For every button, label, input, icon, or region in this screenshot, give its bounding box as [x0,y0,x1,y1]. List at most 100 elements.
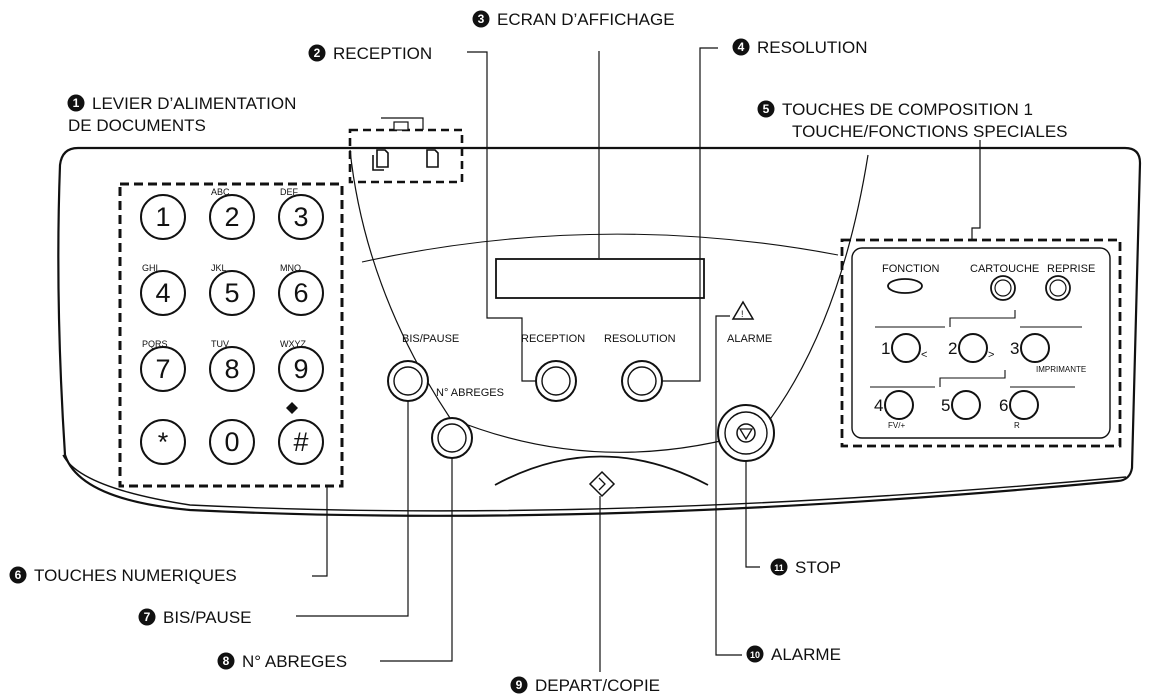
callout-badge [472,10,490,28]
keypad-key-5[interactable]: 5 [209,270,255,316]
keypad-letters: TUV [211,339,229,349]
fonction-button[interactable] [887,278,923,294]
keypad-digit: 8 [224,354,239,384]
keypad-letters: WXYZ [280,339,307,349]
fonction-label: FONCTION [882,263,939,275]
callout-6: 6 TOUCHES NUMERIQUES [9,566,237,585]
callout-text: BIS/PAUSE [163,608,252,627]
keypad-digit: 6 [293,278,308,308]
keypad-digit: 3 [293,202,308,232]
keypad-digit: 9 [293,354,308,384]
panel-arc-right [761,154,869,431]
onetouch-digit: 6 [999,396,1008,415]
callout-badge [732,38,750,56]
keypad-key-2[interactable]: 2 [209,194,255,240]
cartouche-button[interactable] [990,275,1016,301]
callout-number: 10 [750,650,760,660]
keypad-key-6[interactable]: 6 [278,270,324,316]
fv-label: FV/+ [888,421,905,430]
start-button-arc[interactable] [494,455,709,486]
onetouch-key-2[interactable]: 2> [948,333,994,363]
callout-text: TOUCHES DE COMPOSITION 1 [782,100,1033,119]
callout-badge [510,676,528,694]
imprimante-label: IMPRIMANTE [1036,365,1086,374]
callout-text: TOUCHES NUMERIQUES [34,566,237,585]
callout-number: 11 [774,563,784,573]
bis-pause-label: BIS/PAUSE [402,333,459,345]
callout-number: 6 [15,568,22,582]
reception-label: RECEPTION [521,333,585,345]
alarm-icon [731,300,755,320]
keypad-letters: PQRS [142,339,168,349]
reprise-button[interactable] [1045,275,1071,301]
resolution-label: RESOLUTION [604,333,676,345]
keypad-key-9[interactable]: 9 [278,346,324,392]
onetouch-key-3[interactable]: 3 [1010,333,1050,363]
callout-badge [67,94,85,112]
onetouch-symbol: < [921,349,927,361]
callout-number: 8 [223,654,230,668]
keypad-key-4[interactable]: 4 [140,270,186,316]
keypad-key-star[interactable]: * [140,419,186,465]
resolution-button[interactable] [621,360,663,402]
callout-text: RECEPTION [333,44,432,63]
onetouch-digit: 2 [948,339,957,358]
callout-text: STOP [795,558,841,577]
keypad-key-0[interactable]: 0 [209,419,255,465]
keypad-digit: # [293,427,308,457]
cartouche-label: CARTOUCHE [970,263,1039,275]
keypad-key-7[interactable]: 7 [140,346,186,392]
keypad-digit: 7 [155,354,170,384]
callout-text: LEVIER D’ALIMENTATION [92,94,296,113]
callout-3: 3 ECRAN D’AFFICHAGE [472,10,675,29]
alarm-icon-mark: ! [741,309,744,319]
keypad-key-hash[interactable]: # [278,419,324,465]
onetouch-digit: 1 [881,339,890,358]
start-icon[interactable] [588,470,616,498]
keypad-key-1[interactable]: 1 [140,194,186,240]
onetouch-key-1[interactable]: 1< [881,333,927,363]
stop-button[interactable] [717,404,775,462]
bis-pause-button[interactable] [387,360,429,402]
document-single-icon [426,149,439,168]
keypad-digit: 0 [224,427,239,457]
keypad-key-3[interactable]: 3 [278,194,324,240]
onetouch-key-4[interactable]: 4 [874,390,914,420]
callout-number: 3 [478,12,485,26]
onetouch-key-6[interactable]: 6 [999,390,1039,420]
keypad-letters: DEF [280,187,299,197]
keypad-digit: 5 [224,278,239,308]
callout-badge [746,645,764,663]
onetouch-digit: 5 [941,396,950,415]
fax-lower-edge [62,454,1127,512]
onetouch-digit: 3 [1010,339,1019,358]
onetouch-key-5[interactable]: 5 [941,390,981,420]
reception-button[interactable] [535,360,577,402]
hash-diamond-icon [286,402,298,414]
keypad-digit: 1 [155,202,170,232]
callout-badge [308,44,326,62]
callout-text: N° ABREGES [242,652,347,671]
onetouch-dashed-box [840,238,1122,448]
callout-badge [9,566,27,584]
callout-text: DEPART/COPIE [535,676,660,695]
onetouch-separators [870,310,1082,388]
abreges-label: N° ABREGES [436,387,504,399]
feed-lever-handle[interactable] [393,121,409,131]
callout-number: 1 [73,96,80,110]
abreges-button[interactable] [431,417,473,459]
keypad-letters: GHI [142,263,158,273]
callout-text: ECRAN D’AFFICHAGE [497,10,675,29]
keypad-key-8[interactable]: 8 [209,346,255,392]
keypad-letters: MNO [280,263,301,273]
callout-number: 4 [738,40,745,54]
keypad-digit: 4 [155,278,170,308]
